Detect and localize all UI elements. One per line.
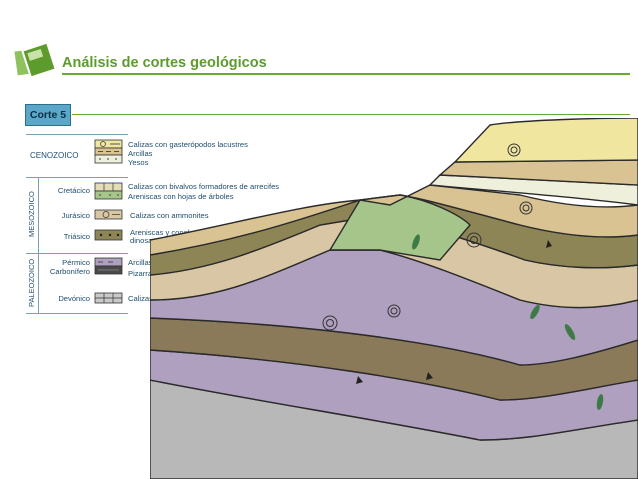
swatch-areniscas-conglomerados (94, 229, 123, 241)
layer-cenozoico-arcillas (438, 159, 638, 186)
period-carbonifero: Carbonífero (49, 267, 90, 276)
folder-icon (14, 41, 57, 79)
legend-yesos: Yesos (128, 158, 149, 167)
swatch-yesos (94, 154, 123, 164)
layer-cenozoico-calizas (453, 118, 638, 163)
swatch-pizarras-carbon (94, 265, 123, 275)
period-cretacico: Cretácico (57, 186, 90, 195)
legend-calizas-gasteropodos: Calizas con gasterópodos lacustres (128, 140, 248, 149)
layer-mesozoic-upper (150, 184, 638, 256)
era-cenozoico: CENOZOICO (30, 151, 79, 160)
legend-arcillas: Arcillas (128, 149, 153, 158)
period-jurasico: Jurásico (61, 211, 90, 220)
legend-calizas-bivalvos: Calizas con bivalvos formadores de arrec… (128, 182, 280, 191)
legend-areniscas-hojas: Areniscas con hojas de árboles (128, 192, 234, 201)
swatch-arcillas (94, 147, 123, 156)
ammonite-fossil (322, 143, 533, 331)
legend-divider (26, 177, 128, 178)
swatch-calizas-ammonites (94, 209, 123, 220)
swatch-areniscas-hojas (94, 190, 123, 200)
legend-era-column (38, 178, 39, 313)
period-devonico: Devónico (58, 294, 90, 303)
dinosaur-footprint (356, 240, 552, 384)
title-underline (62, 73, 630, 75)
corte-badge[interactable]: Corte 5 (25, 104, 71, 126)
period-triasico: Triásico (63, 232, 90, 241)
legend-divider (26, 253, 128, 254)
leaf-fossil (412, 234, 604, 410)
period-permico: Pérmico (62, 258, 90, 267)
corte-underline (72, 114, 630, 115)
swatch-calizas-corales (94, 292, 123, 304)
legend-divider (26, 134, 128, 135)
page-title: Análisis de cortes geológicos (62, 55, 267, 71)
legend-calizas-ammonites: Calizas con ammonites (130, 211, 209, 220)
legend-divider (26, 313, 128, 314)
